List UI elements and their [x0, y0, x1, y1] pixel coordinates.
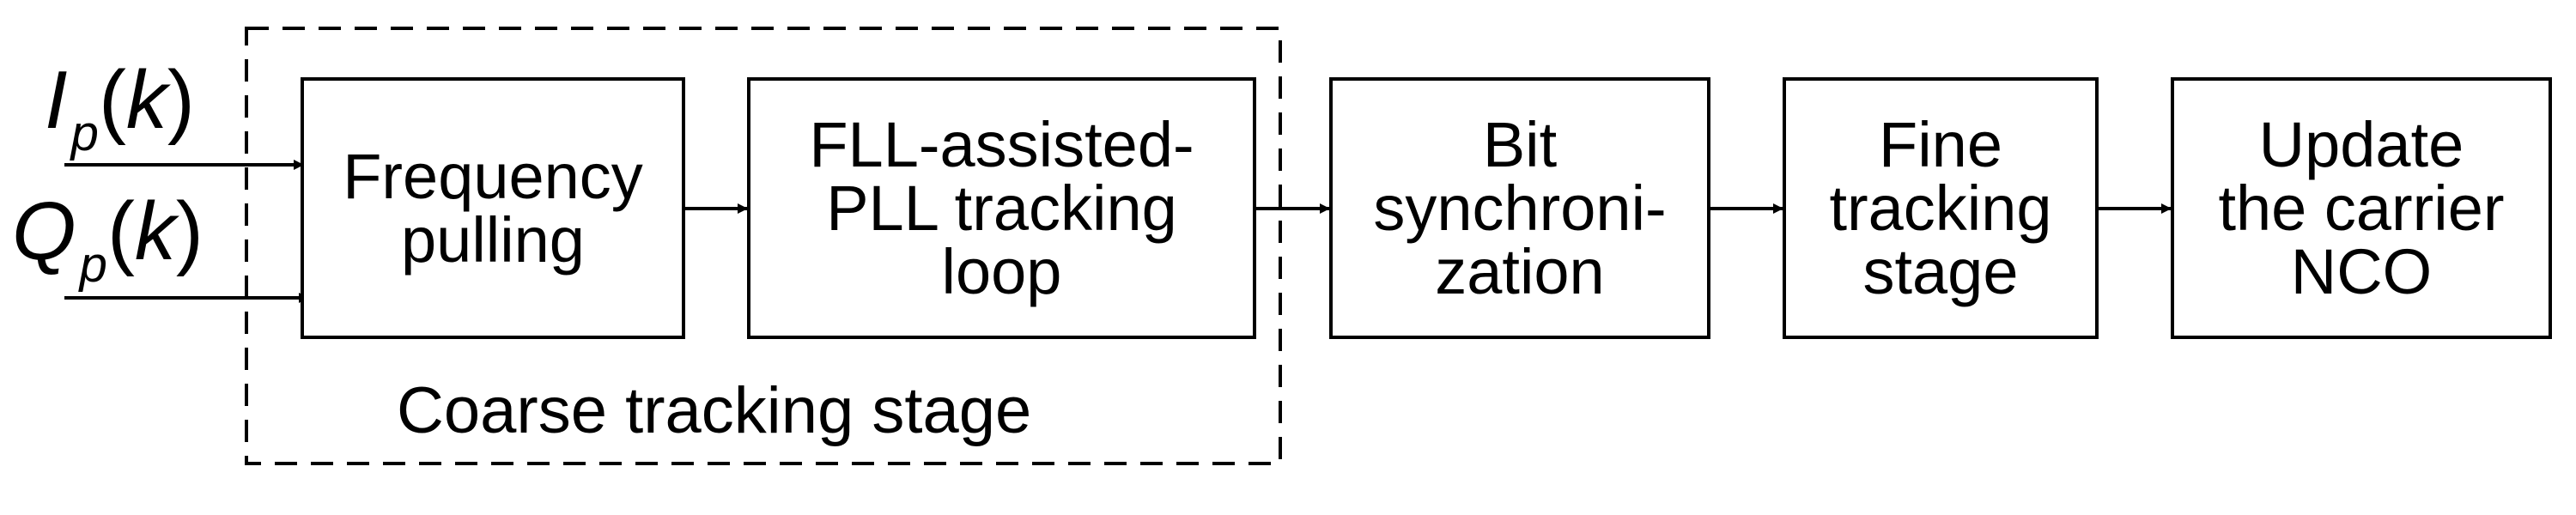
- bit-synchronization-block: Bit synchroni- zation: [1329, 77, 1710, 339]
- coarse-tracking-caption: Coarse tracking stage: [397, 374, 1032, 447]
- i-signal-label: Ip(k): [45, 54, 195, 161]
- bit-synchronization-label: Bit synchroni- zation: [1373, 108, 1667, 307]
- update-carrier-nco-block: Update the carrier NCO: [2171, 77, 2552, 339]
- coarse-tracking-group-border: [245, 27, 1282, 465]
- fll-assisted-pll-label: FLL-assisted- PLL tracking loop: [809, 108, 1194, 307]
- frequency-pulling-block: Frequency pulling: [301, 77, 685, 339]
- frequency-pulling-label: Frequency pulling: [343, 140, 643, 276]
- update-carrier-nco-label: Update the carrier NCO: [2218, 108, 2505, 307]
- q-signal-label: Qp(k): [12, 185, 204, 293]
- fll-assisted-pll-block: FLL-assisted- PLL tracking loop: [747, 77, 1256, 339]
- fine-tracking-block: Fine tracking stage: [1783, 77, 2099, 339]
- fine-tracking-label: Fine tracking stage: [1829, 108, 2052, 307]
